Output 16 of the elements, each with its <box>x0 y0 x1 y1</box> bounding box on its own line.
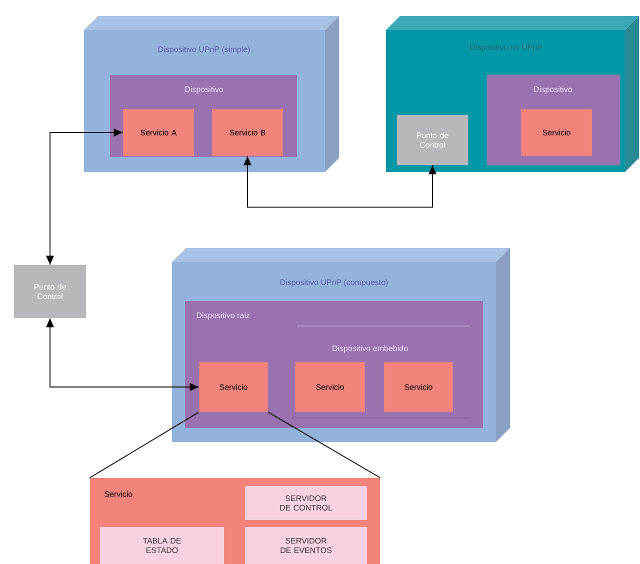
zoom-line <box>89 412 200 478</box>
control-point-box: Punto de Control <box>14 265 86 318</box>
service-box: Servicio <box>521 109 592 156</box>
service-box: Servicio A <box>123 109 194 156</box>
control-point-box: Punto de Control <box>397 115 468 165</box>
state-table-box: TABLA DE ESTADO <box>100 527 224 564</box>
service-box: Servicio <box>295 362 365 412</box>
service-box: Servicio <box>199 362 268 412</box>
arrow <box>244 156 436 208</box>
event-server-box: SERVIDOR DE EVENTOS <box>245 527 367 564</box>
service-box: Servicio <box>384 362 453 412</box>
service-box: Servicio B <box>212 109 283 156</box>
control-server-box: SERVIDOR DE CONTROL <box>245 486 367 520</box>
zoom-line <box>268 412 381 478</box>
arrow <box>46 318 200 391</box>
arrow <box>46 128 124 266</box>
